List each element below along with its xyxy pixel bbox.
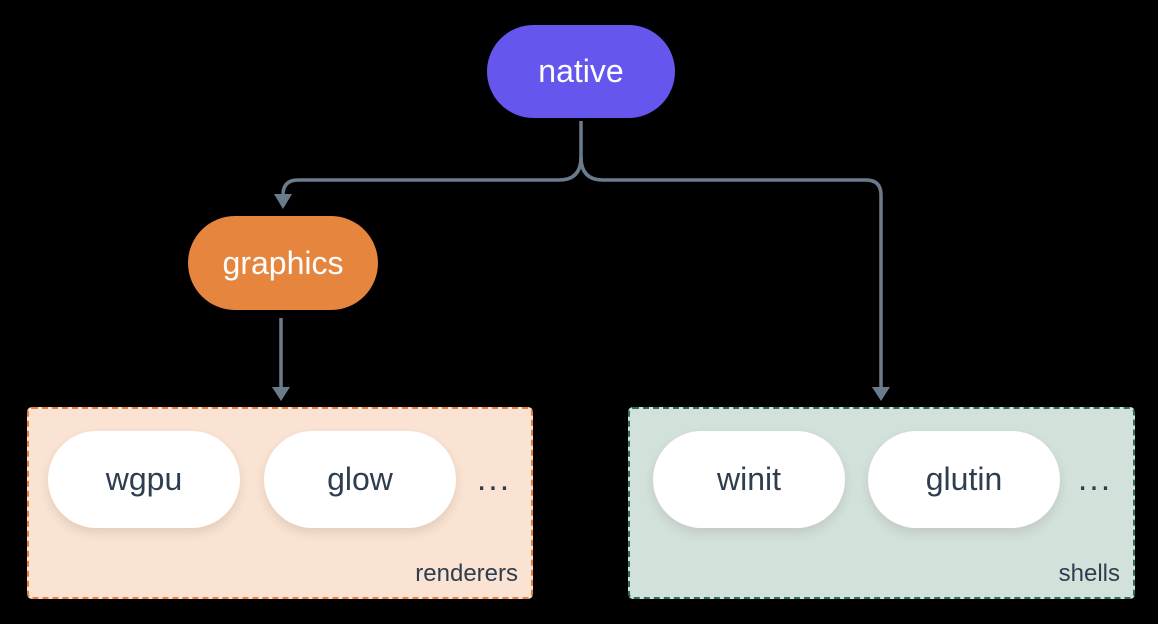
arrowhead-graphics (274, 194, 292, 209)
node-glow: glow (264, 431, 456, 528)
group-renderers: wgpu glow ... renderers (27, 407, 533, 599)
group-shells: winit glutin ... shells (628, 407, 1135, 599)
node-glutin: glutin (868, 431, 1060, 528)
node-native: native (487, 25, 675, 118)
node-wgpu: wgpu (48, 431, 240, 528)
group-renderers-label: renderers (415, 560, 518, 587)
node-glutin-label: glutin (925, 461, 1003, 497)
node-winit-label: winit (716, 461, 781, 497)
edge-native-shells (579, 156, 883, 388)
renderers-ellipsis: ... (476, 460, 512, 498)
node-winit: winit (653, 431, 845, 528)
arrowhead-renderers (272, 387, 290, 401)
node-graphics-label: graphics (222, 244, 344, 281)
group-shells-label: shells (1058, 560, 1120, 587)
node-glow-label: glow (327, 461, 393, 497)
node-wgpu-label: wgpu (105, 461, 183, 497)
node-graphics: graphics (188, 216, 378, 310)
edge-native-graphics (281, 156, 583, 196)
arrowhead-shells (872, 387, 890, 401)
shells-ellipsis: ... (1077, 460, 1113, 498)
node-native-label: native (538, 53, 624, 89)
